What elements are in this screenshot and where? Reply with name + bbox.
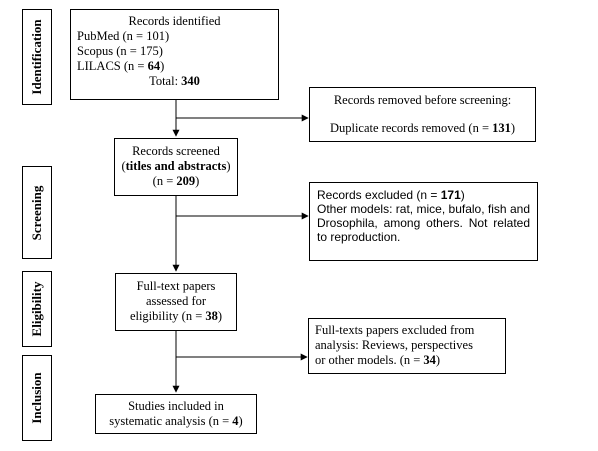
fulltext-line2: assessed for (145, 294, 207, 308)
records-screened-subtitle: (titles and abstracts) (121, 159, 231, 173)
stage-eligibility: Eligibility (22, 271, 52, 347)
studies-included-count: systematic analysis (n = 4) (109, 414, 243, 428)
total-count: Total: 340 (149, 74, 200, 88)
fulltext-assessed-box: Full-text papers assessed for eligibilit… (115, 273, 237, 331)
fulltext-excluded-line2: analysis: Reviews, perspectives (315, 338, 473, 352)
fulltext-excluded-count: or other models. (n = 34) (315, 353, 441, 367)
lilacs-count: LILACS (n = 64) (77, 59, 165, 73)
scopus-count: Scopus (n = 175) (77, 44, 163, 58)
fulltext-line1: Full-text papers (136, 279, 216, 293)
stage-screening: Screening (22, 166, 52, 259)
records-removed-box: Records removed before screening: Duplic… (309, 87, 536, 142)
records-identified-box: Records identified PubMed (n = 101) Scop… (70, 9, 279, 100)
records-excluded-box: Records excluded (n = 171) Other models:… (309, 182, 538, 261)
records-screened-box: Records screened (titles and abstracts) … (114, 138, 238, 196)
stage-identification: Identification (22, 9, 52, 105)
studies-included-line1: Studies included in (128, 399, 224, 413)
stage-inclusion: Inclusion (22, 355, 52, 441)
fulltext-count: eligibility (n = 38) (129, 309, 223, 323)
records-removed-title: Records removed before screening: (333, 93, 512, 107)
records-excluded-title: Records excluded (n = 171) (317, 188, 465, 202)
fulltext-excluded-box: Full-texts papers excluded from analysis… (308, 318, 506, 374)
duplicates-removed: Duplicate records removed (n = 131) (329, 121, 516, 135)
pubmed-count: PubMed (n = 101) (77, 29, 170, 43)
studies-included-box: Studies included in systematic analysis … (95, 394, 257, 434)
records-identified-title: Records identified (128, 14, 221, 28)
records-excluded-reason: Other models: rat, mice, bufalo, fish an… (317, 202, 530, 244)
fulltext-excluded-line1: Full-texts papers excluded from (315, 323, 475, 337)
records-screened-title: Records screened (132, 144, 220, 158)
records-screened-count: (n = 209) (152, 174, 200, 188)
